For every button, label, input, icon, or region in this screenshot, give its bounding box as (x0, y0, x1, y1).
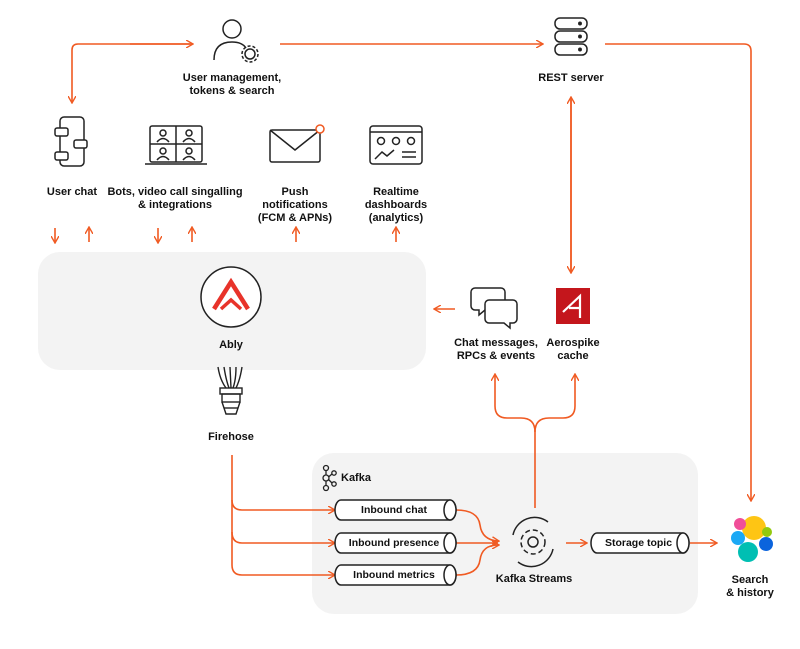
firehose-icon (217, 366, 243, 415)
chat-messages-label: Chat messages, RPCs & events (454, 337, 538, 362)
user-chat-label: User chat (46, 186, 98, 198)
inbound-metrics-topic: Inbound metrics (353, 569, 435, 581)
rest-server-label: REST server (538, 72, 604, 84)
phone-chat-icon (54, 116, 88, 167)
kafka-label: Kafka (341, 472, 371, 484)
bots-label: Bots, video call singalling & integratio… (107, 186, 243, 211)
firehose-label: Firehose (208, 431, 254, 443)
envelope-icon (269, 124, 325, 163)
dashboard-icon (369, 125, 423, 165)
topic-connectors (455, 509, 716, 576)
chat-bubbles-icon (470, 287, 518, 330)
ably-logo-icon (200, 266, 262, 328)
kafka-streams-gear-icon (512, 516, 554, 568)
database-icon (554, 17, 588, 56)
aerospike-logo-icon (556, 288, 590, 324)
user-mgmt-to-user-chat-arrow (72, 43, 190, 102)
inbound-chat-topic: Inbound chat (361, 504, 427, 516)
user-mgmt-label: User management, tokens & search (182, 72, 282, 97)
inbound-presence-topic: Inbound presence (348, 537, 440, 549)
rest-to-search-line (605, 43, 751, 500)
user-gear-icon (213, 19, 259, 63)
search-history-label: Search & history (726, 574, 774, 599)
kafka-icon (322, 464, 337, 492)
kafka-streams-label: Kafka Streams (495, 573, 573, 585)
video-call-icon (145, 125, 207, 165)
storage-topic: Storage topic (604, 537, 673, 549)
client-arrows (55, 228, 455, 309)
ably-label: Ably (219, 339, 243, 351)
realtime-label: Realtime dashboards (analytics) (364, 186, 428, 224)
aerospike-label: Aerospike cache (546, 337, 600, 362)
push-label: Push notifications (FCM & APNs) (257, 186, 333, 224)
streams-fork (495, 375, 575, 508)
elastic-logo-icon (731, 516, 773, 562)
firehose-connectors (231, 455, 334, 575)
top-connectors (72, 44, 751, 500)
topic-cylinders (334, 499, 690, 586)
